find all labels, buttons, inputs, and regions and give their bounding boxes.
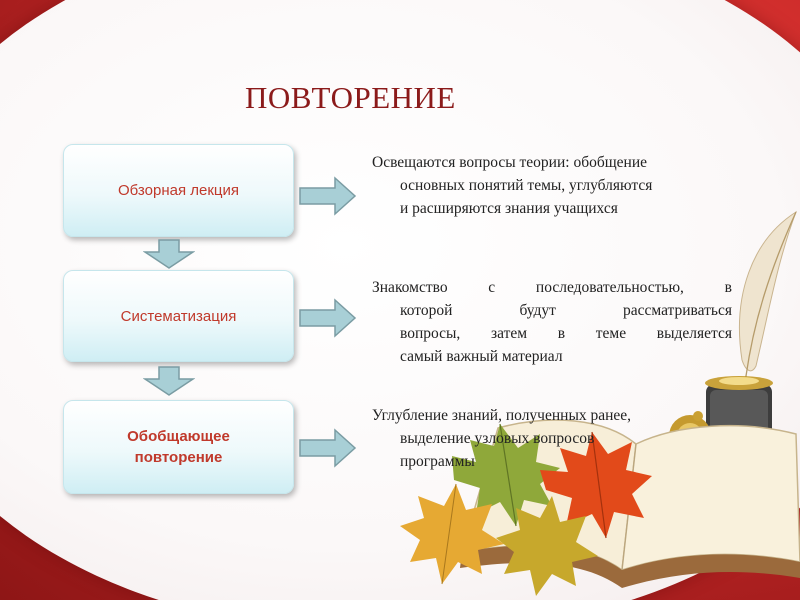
description-line: Освещаются вопросы теории: обобщение	[372, 154, 648, 171]
description-line: программы	[400, 453, 475, 470]
description-systematization: Знакомство с последовательностью, в кото…	[372, 276, 732, 368]
description-line: вопросы, затем в теме выделяется	[400, 325, 732, 342]
step-label: Обзорная лекция	[118, 182, 239, 199]
description-generalizing-review: Углубление знаний, полученных ранее, выд…	[372, 404, 732, 473]
description-line: выделение узловых вопросов	[400, 430, 595, 447]
autumn-leaves-icon	[400, 423, 652, 596]
description-line: основных понятий темы, углубляются	[400, 177, 653, 194]
description-overview-lecture: Освещаются вопросы теории: обобщение осн…	[372, 151, 732, 220]
description-line: которой будут рассматриваться	[400, 302, 732, 319]
step-label-line: повторение	[134, 449, 223, 466]
arrow-down-icon	[143, 366, 195, 396]
book-and-leaves-illustration	[400, 210, 800, 596]
description-line: самый важный материал	[400, 348, 563, 365]
step-label: Обобщающее повторение	[127, 426, 230, 468]
step-label: Систематизация	[120, 307, 237, 325]
arrow-right-icon	[299, 428, 357, 468]
description-line: и расширяются знания учащихся	[400, 200, 618, 217]
arrow-right-icon	[299, 176, 357, 216]
slide-title: ПОВТОРЕНИЕ	[245, 80, 456, 115]
step-label-line: Обобщающее	[127, 428, 230, 445]
description-line: Углубление знаний, полученных ранее,	[372, 407, 632, 424]
step-box-systematization: Систематизация	[63, 270, 294, 362]
step-box-generalizing-review: Обобщающее повторение	[63, 400, 294, 494]
arrow-down-icon	[143, 239, 195, 269]
arrow-right-icon	[299, 298, 357, 338]
description-line: Знакомство с последовательностью, в	[372, 279, 732, 296]
step-box-overview-lecture: Обзорная лекция	[63, 144, 294, 237]
